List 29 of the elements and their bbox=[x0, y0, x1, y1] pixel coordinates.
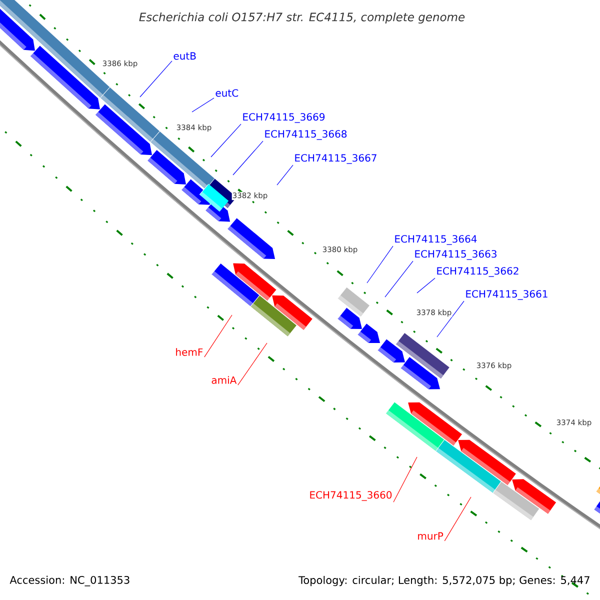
gene-label: ECH74115_3668 bbox=[265, 130, 347, 140]
leader-line bbox=[416, 278, 436, 294]
leader-line bbox=[366, 246, 394, 284]
title: Escherichia coli O157:H7 str. EC4115, complete genome bbox=[139, 12, 465, 24]
leader-line bbox=[393, 456, 418, 502]
gene-label: ECH74115_3663 bbox=[415, 250, 496, 260]
gene-label: eutB bbox=[174, 52, 196, 60]
gene-label: eutC bbox=[216, 89, 238, 97]
gene-label: ECH74115_3661 bbox=[466, 290, 548, 300]
leader-line bbox=[204, 314, 232, 358]
gene-label: ECH74115_3667 bbox=[295, 154, 376, 164]
leader-line bbox=[192, 98, 214, 112]
gene-label: ECH74115_3664 bbox=[395, 235, 477, 245]
leader-line bbox=[232, 140, 264, 176]
leader-line bbox=[238, 342, 268, 386]
leader-line bbox=[444, 496, 472, 542]
gene-label: ECH74115_3662 bbox=[437, 267, 518, 277]
footer-text: Topology: circular; Length: 5,572,075 bp; Genes: 5,447 bbox=[298, 576, 590, 586]
leader-line bbox=[140, 60, 172, 98]
leader-line bbox=[276, 164, 294, 186]
leader-line bbox=[210, 124, 242, 158]
gene-label: ECH74115_3660 bbox=[310, 491, 392, 501]
gene-label: hemF bbox=[176, 348, 203, 356]
leader-line bbox=[436, 300, 464, 338]
gene-label: amiA bbox=[212, 376, 237, 384]
leader-line bbox=[384, 260, 414, 298]
gene-label: ECH74115_3669 bbox=[243, 113, 325, 123]
footer-text: Accession: NC_011353 bbox=[10, 576, 130, 586]
gene-label: murP bbox=[418, 532, 444, 540]
